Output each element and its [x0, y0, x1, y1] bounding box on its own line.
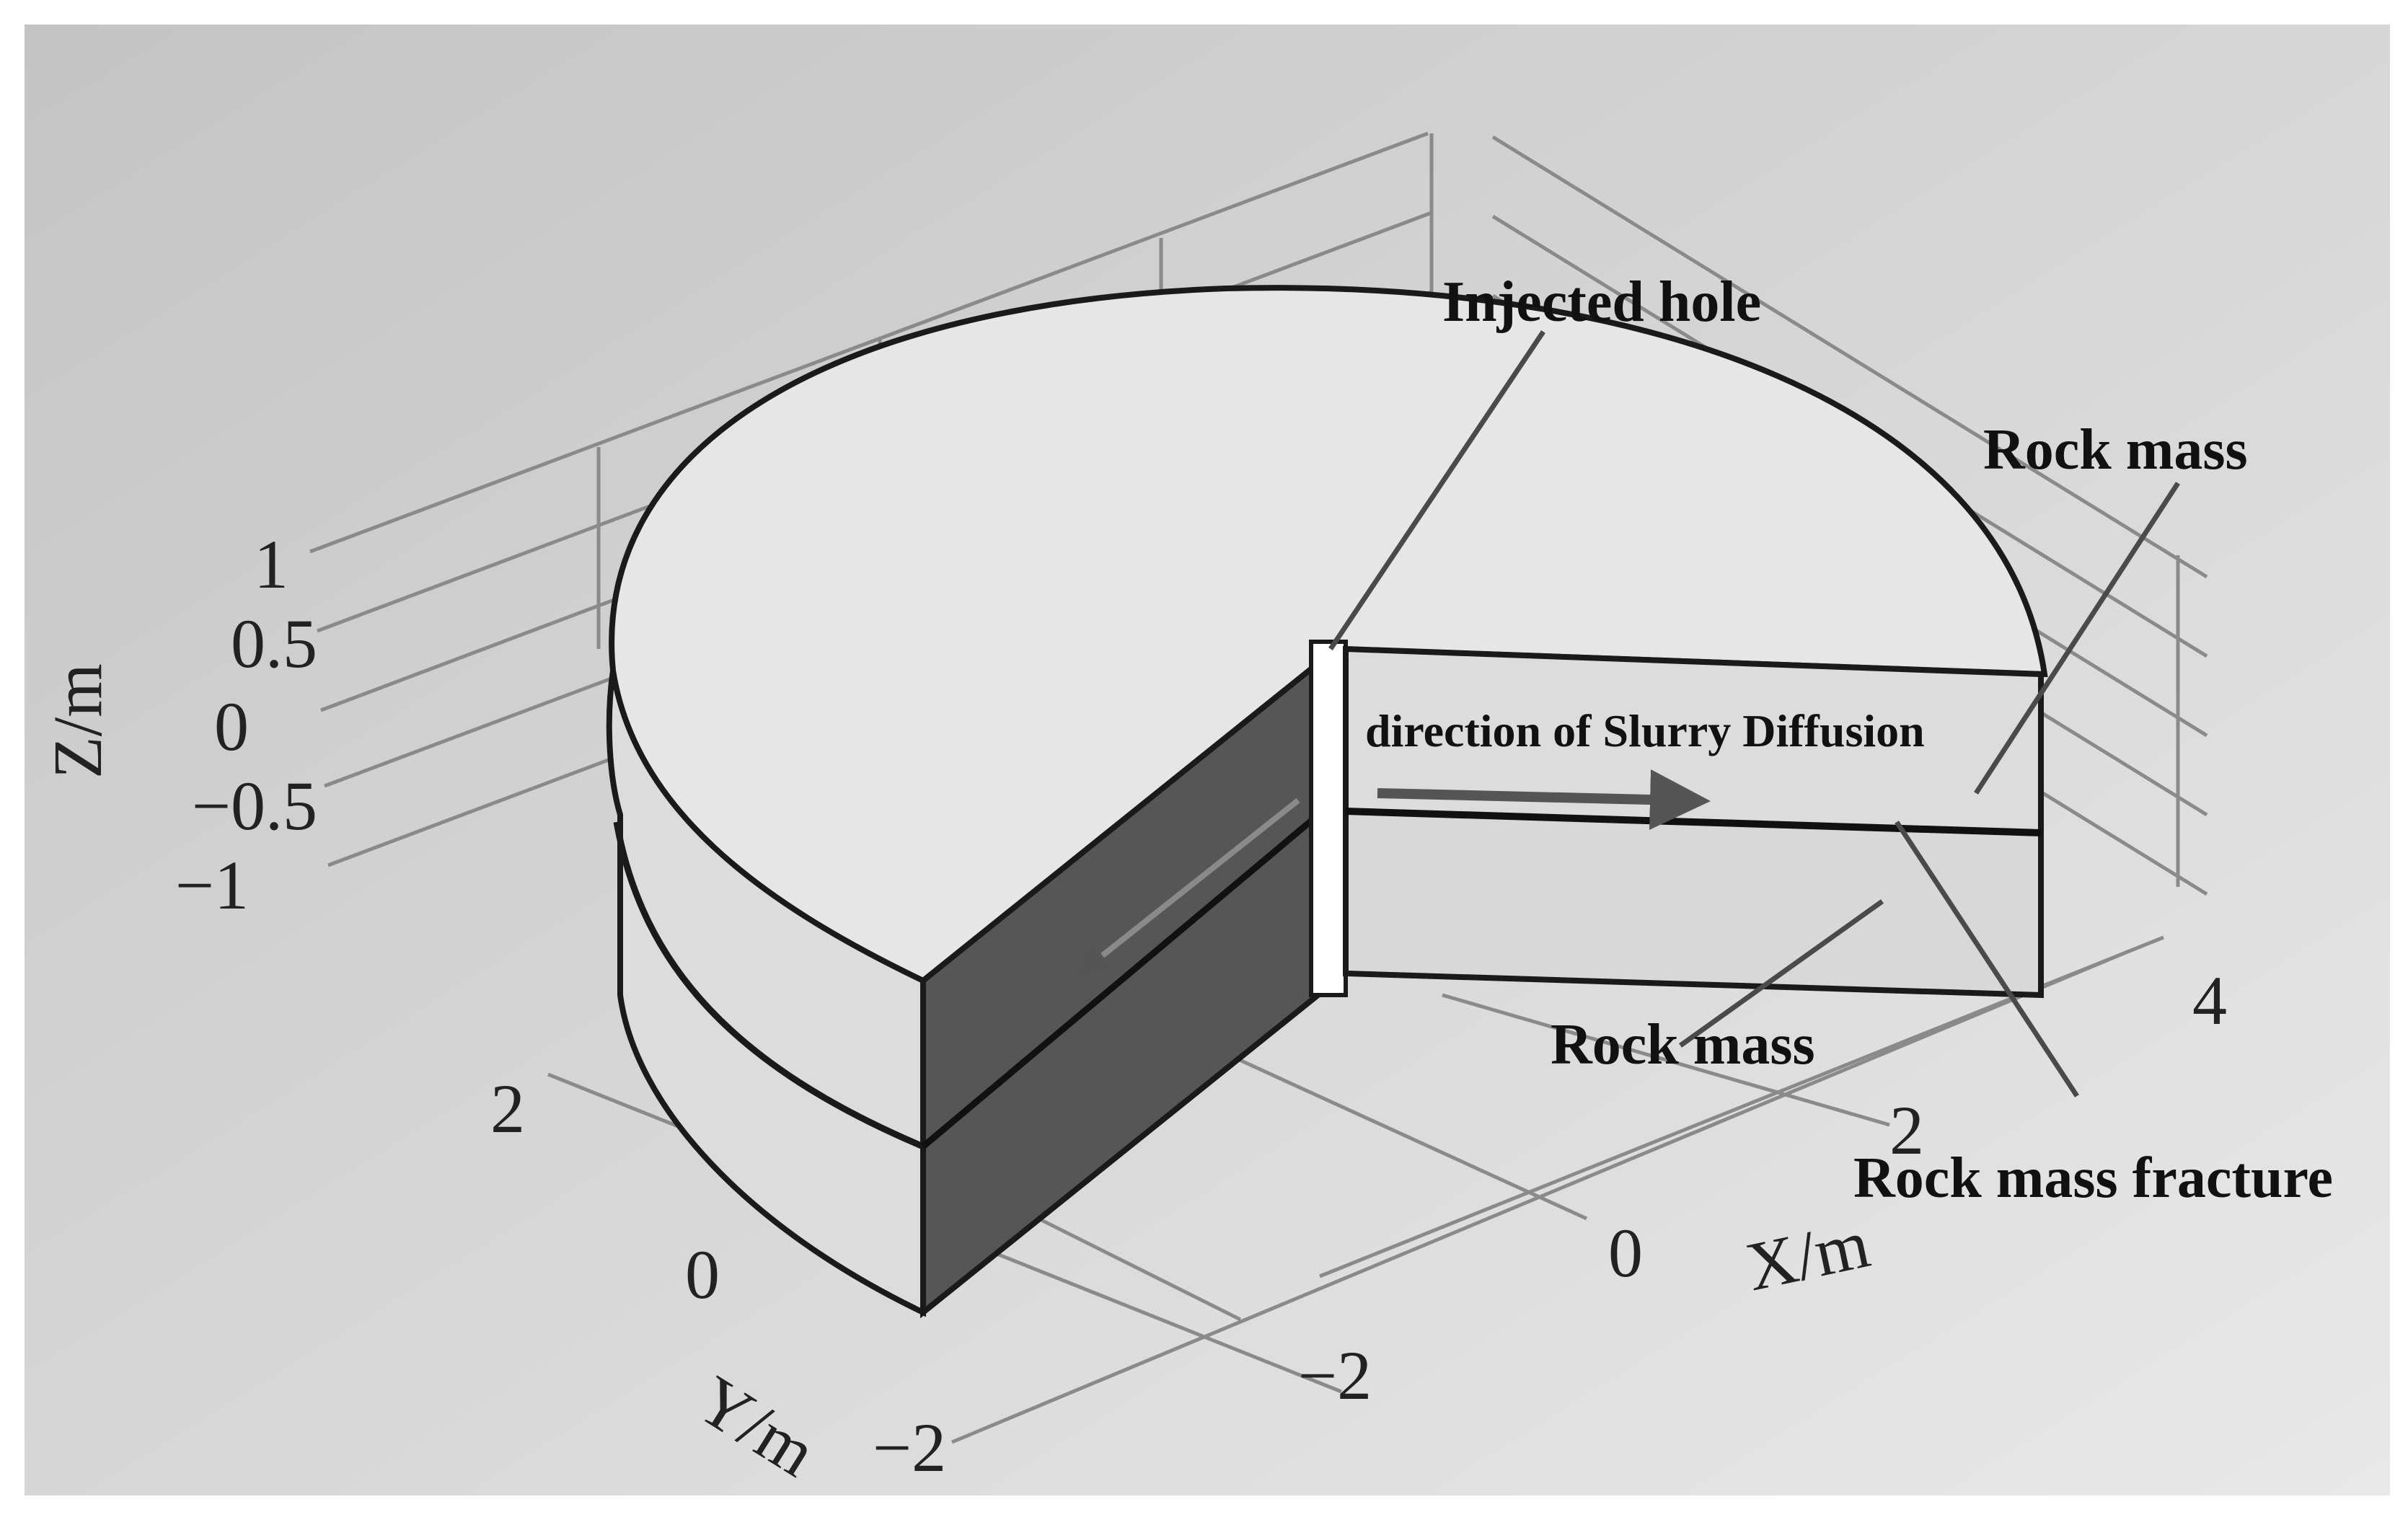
x-tick-0: 0 — [1608, 1214, 1643, 1291]
cylinder-top-face — [609, 285, 2048, 984]
x-tick-4: 4 — [2192, 962, 2227, 1039]
z-tick-neg0.5: −0.5 — [192, 767, 317, 844]
z-tick-0.5: 0.5 — [231, 605, 317, 682]
label-injected-hole: Injected hole — [1442, 270, 1761, 334]
z-tick-1: 1 — [254, 526, 288, 603]
side-layer-line — [613, 821, 925, 1150]
leader-lines — [1328, 330, 2180, 1097]
label-rock-mass-bottom: Rock mass — [1551, 1013, 1815, 1077]
z-axis-title: Z/m — [39, 663, 116, 779]
y-tick-neg2-a: −2 — [1298, 1337, 1372, 1414]
injected-hole — [1309, 640, 1348, 997]
y-tick-0: 0 — [685, 1236, 720, 1313]
label-rock-mass-fracture: Rock mass fracture — [1853, 1146, 2333, 1210]
z-tick-0: 0 — [214, 688, 249, 765]
x-tick-2: 2 — [1889, 1092, 1924, 1169]
cut-face-arrow — [1075, 797, 1300, 977]
z-tick-neg1: −1 — [175, 847, 249, 924]
y-tick-2: 2 — [490, 1070, 525, 1147]
label-direction: direction of Slurry Diffusion — [1365, 705, 1925, 756]
y-tick-neg2-b: −2 — [873, 1409, 946, 1486]
front-block-lower — [1343, 808, 2044, 999]
label-rock-mass-top: Rock mass — [1983, 418, 2248, 482]
diffusion-arrow — [1377, 769, 1711, 830]
cut-face-layer-line — [921, 805, 1329, 1149]
